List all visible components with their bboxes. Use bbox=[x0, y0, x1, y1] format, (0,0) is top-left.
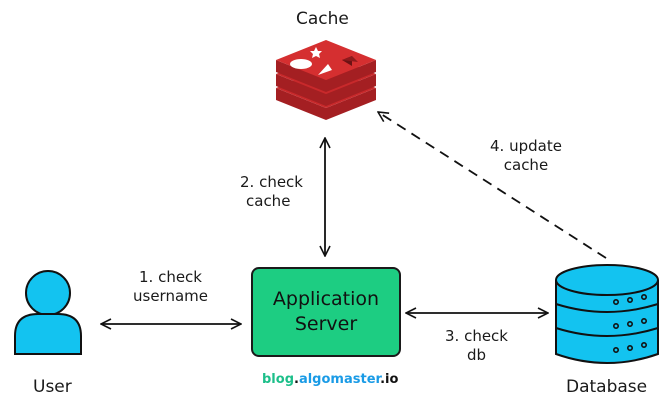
server-label-line1: Application bbox=[272, 288, 380, 310]
database-label: Database bbox=[566, 377, 648, 397]
redis-icon bbox=[276, 40, 376, 120]
edge-database-cache bbox=[378, 112, 607, 259]
database-icon bbox=[555, 264, 659, 364]
cache-label: Cache bbox=[296, 9, 349, 29]
user-label: User bbox=[33, 377, 72, 397]
server-label-line2: Server bbox=[294, 313, 358, 335]
application-server-node: Application Server bbox=[251, 267, 401, 357]
edge-label-update-cache: 4. update cache bbox=[490, 137, 562, 174]
watermark: blog.algomaster.io bbox=[262, 372, 399, 387]
edge-label-check-db: 3. check db bbox=[445, 327, 508, 364]
user-icon bbox=[14, 270, 82, 355]
edge-label-check-cache: 2. check cache bbox=[240, 173, 303, 210]
edge-label-check-username: 1. check username bbox=[133, 268, 208, 305]
